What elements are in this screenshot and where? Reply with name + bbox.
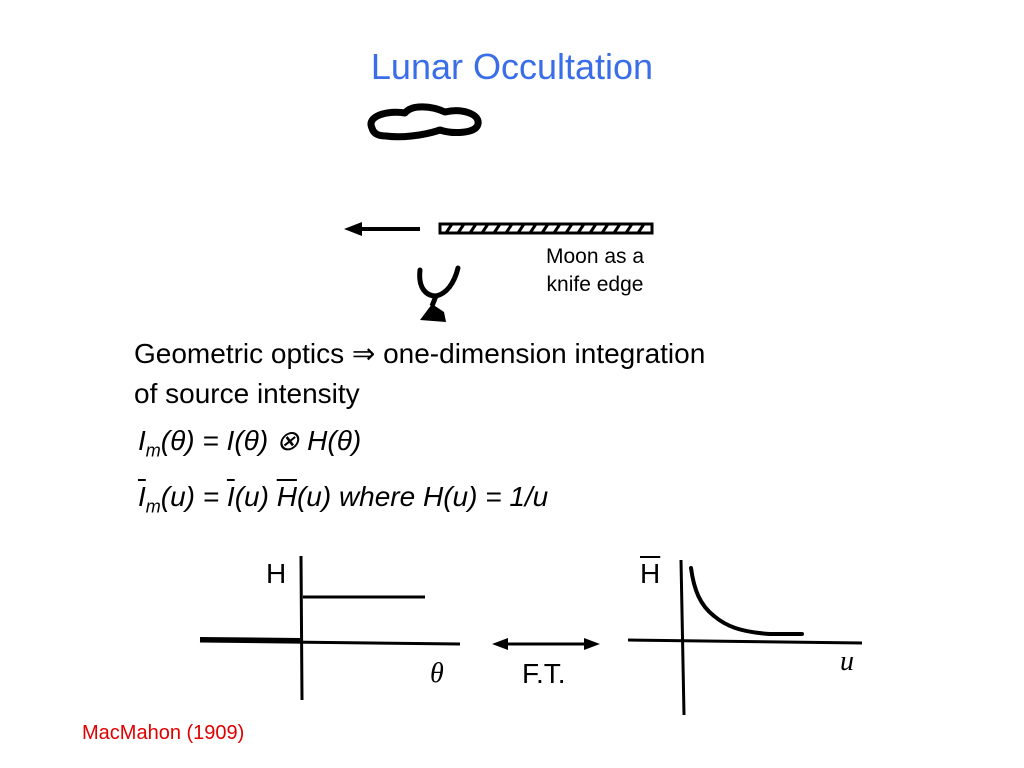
slide-title: Lunar Occultation xyxy=(370,46,654,87)
left-plot xyxy=(199,555,461,701)
eq2-part3: (u) where H(u) = 1/u xyxy=(296,481,549,512)
eq1-part3: (θ) xyxy=(327,425,362,456)
body-text: Geometric optics ⇒ one-dimension integra… xyxy=(134,338,706,409)
eq1-part2: (θ) ⊗ xyxy=(234,425,308,456)
eq2-I-bar: I xyxy=(138,481,146,512)
eq1-I2: I xyxy=(226,425,235,456)
eq2-sub-m: m xyxy=(145,496,161,517)
eq2-I2-bar: I xyxy=(226,481,235,512)
moon-edge-bar xyxy=(438,222,654,235)
right-plot-x-label: u xyxy=(840,646,854,677)
eq2-H-bar: H xyxy=(276,481,297,512)
eq1-sub-m: m xyxy=(145,440,161,461)
source-blob xyxy=(367,103,482,141)
eq1-I: I xyxy=(138,425,146,456)
eq2-part2: (u) xyxy=(234,481,277,512)
telescope-icon xyxy=(417,265,461,322)
eq1-H: H xyxy=(307,425,328,456)
citation: MacMahon (1909) xyxy=(82,722,245,744)
equation-convolution: Im(θ) = I(θ) ⊗ H(θ) xyxy=(138,424,361,462)
equation-fourier: Im(u) = I(u) H(u) where H(u) = 1/u xyxy=(138,481,548,518)
motion-arrow xyxy=(344,222,420,236)
ft-double-arrow xyxy=(492,638,600,650)
right-plot-y-label: H xyxy=(640,558,661,589)
left-plot-y-label: H xyxy=(266,558,287,589)
eq2-part1: (u) = xyxy=(160,481,227,512)
right-plot xyxy=(627,559,863,716)
moon-caption: Moon as a knife edge xyxy=(545,245,645,296)
left-plot-x-label: θ xyxy=(430,658,444,689)
eq1-part1: (θ) = xyxy=(160,425,227,456)
ft-label: F.T. xyxy=(522,658,566,689)
